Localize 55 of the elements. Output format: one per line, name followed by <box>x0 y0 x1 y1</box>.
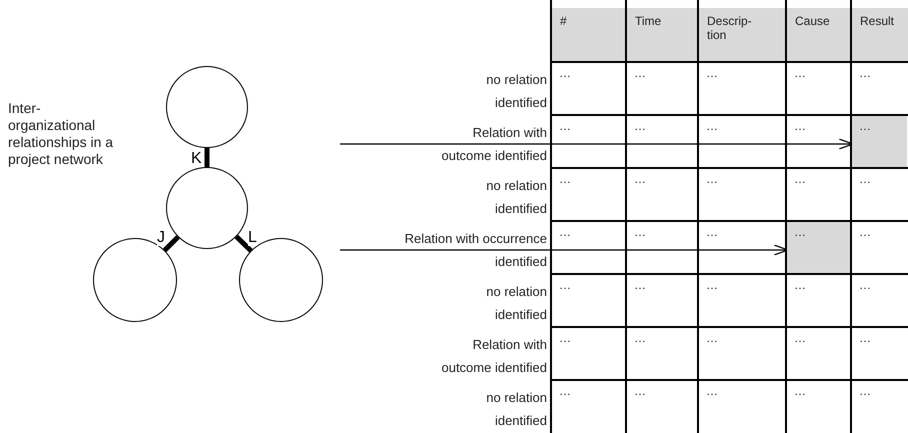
edge-label: L <box>248 230 257 246</box>
cell-text: … <box>794 119 806 133</box>
cell-text: … <box>706 384 718 398</box>
column-header: Time <box>635 14 662 28</box>
highlighted-cell <box>787 222 850 273</box>
cell-text: … <box>859 172 871 186</box>
cell-text: … <box>794 225 806 239</box>
connector-line <box>162 235 180 252</box>
cell-text: … <box>859 225 871 239</box>
cell-text: … <box>634 331 646 345</box>
row-label: no relation identified <box>485 389 547 430</box>
cell-text: … <box>859 384 871 398</box>
cell-text: … <box>706 278 718 292</box>
cell-text: … <box>794 384 806 398</box>
cell-text: … <box>634 119 646 133</box>
cell-text: … <box>859 331 871 345</box>
cell-text: … <box>559 172 571 186</box>
row-label: Relation with occurrence identified <box>404 230 547 271</box>
cell-text: … <box>634 384 646 398</box>
cell-text: … <box>859 119 871 133</box>
cell-text: … <box>794 172 806 186</box>
cell-text: … <box>706 331 718 345</box>
cell-text: … <box>706 66 718 80</box>
connector-line <box>204 148 210 167</box>
cell-text: … <box>559 384 571 398</box>
cell-text: … <box>706 172 718 186</box>
cell-text: … <box>634 278 646 292</box>
cell-text: … <box>859 278 871 292</box>
cell-text: … <box>794 278 806 292</box>
column-header: Descrip-tion <box>707 14 753 42</box>
row-label: Relation with outcome identified <box>440 124 547 165</box>
cell-text: … <box>559 119 571 133</box>
row-label: Relation with outcome identified <box>440 336 547 377</box>
column-header: Result <box>860 14 896 28</box>
connector-line <box>234 234 253 252</box>
cell-text: … <box>559 225 571 239</box>
row-label: no relation identified <box>485 177 547 218</box>
cell-text: … <box>634 225 646 239</box>
highlighted-cell <box>852 116 907 167</box>
cell-text: … <box>706 225 718 239</box>
cell-text: … <box>634 66 646 80</box>
column-header: Cause <box>795 14 831 28</box>
edge-label: J <box>157 230 165 246</box>
cell-text: … <box>794 66 806 80</box>
cell-text: … <box>706 119 718 133</box>
cell-text: … <box>794 331 806 345</box>
diagram-caption: Inter-organizational relationships in a project network <box>8 100 114 168</box>
cell-text: … <box>559 66 571 80</box>
cell-text: … <box>634 172 646 186</box>
column-header: # <box>560 14 568 28</box>
cell-text: … <box>559 331 571 345</box>
row-label: no relation identified <box>485 71 547 112</box>
cell-text: … <box>859 66 871 80</box>
row-label: no relation identified <box>485 283 547 324</box>
cell-text: … <box>559 278 571 292</box>
